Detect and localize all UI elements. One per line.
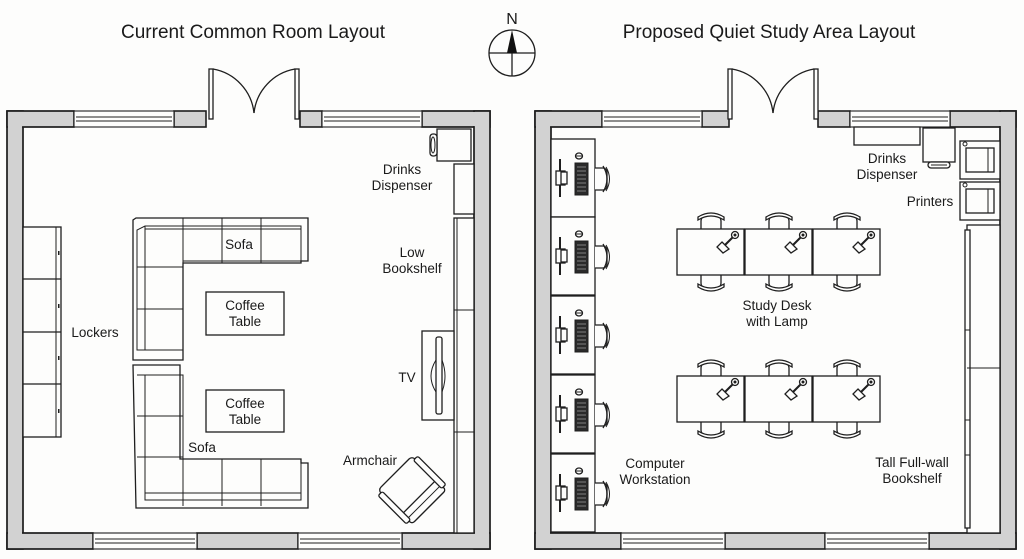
- drinks-dispenser-proposed-label-2: Dispenser: [857, 167, 918, 182]
- workstation-label-1: Computer: [625, 456, 685, 471]
- current-top-window: [73, 110, 175, 128]
- proposed-layout-title: Proposed Quiet Study Area Layout: [623, 22, 916, 43]
- study-chair: [833, 274, 861, 292]
- coffee-table-bottom-label-1: Coffee: [225, 396, 265, 411]
- low-bookshelf: [453, 217, 475, 534]
- proposed-bottom-window-1: [620, 532, 726, 550]
- computer-workstation: [550, 295, 611, 375]
- study-chair: [765, 421, 793, 439]
- computer-workstation: [550, 374, 611, 454]
- sofa-bottom: [132, 364, 309, 509]
- current-double-door-icon: [208, 68, 300, 120]
- computer-workstation: [550, 216, 611, 296]
- bookshelf-label-2: Bookshelf: [882, 471, 942, 486]
- compass-north-label: N: [506, 11, 518, 28]
- study-desk-with-lamp: [744, 375, 813, 423]
- study-chair: [697, 421, 725, 439]
- study-desk-row-1: [676, 212, 881, 292]
- low-bookshelf-label-2: Bookshelf: [382, 261, 442, 276]
- study-desk-label-1: Study Desk: [742, 298, 811, 313]
- bookshelf-label-1: Tall Full-wall: [875, 455, 949, 470]
- tall-full-wall-bookshelf: [964, 224, 1001, 534]
- drinks-dispenser-current: [429, 128, 472, 162]
- coffee-table-top: [205, 291, 285, 336]
- study-chair: [697, 274, 725, 292]
- lockers-label: Lockers: [71, 325, 119, 340]
- study-desk-with-lamp: [676, 375, 745, 423]
- proposed-bottom-window-2: [824, 532, 930, 550]
- study-chair: [833, 421, 861, 439]
- printers-icon: [959, 140, 1001, 221]
- proposed-top-window: [601, 110, 703, 128]
- proposed-double-door-icon: [727, 68, 819, 120]
- current-layout-title: Current Common Room Layout: [121, 22, 386, 43]
- low-bookshelf-label-1: Low: [400, 245, 425, 260]
- current-room-plan: Lockers Sofa Coffee Table: [6, 68, 491, 550]
- study-chair: [833, 359, 861, 377]
- armchair-label: Armchair: [343, 453, 398, 468]
- study-desk-row-2: [676, 359, 881, 439]
- sofa-top-label: Sofa: [225, 237, 253, 252]
- current-bottom-window-1: [92, 532, 198, 550]
- sofa-bottom-label: Sofa: [188, 440, 216, 455]
- north-compass-icon: N: [488, 11, 536, 77]
- study-chair: [833, 212, 861, 230]
- study-desk-with-lamp: [812, 375, 881, 423]
- computer-workstations: [550, 138, 611, 533]
- current-top-right-window: [321, 110, 423, 128]
- study-desk-with-lamp: [676, 228, 745, 276]
- lockers: [22, 226, 62, 438]
- drinks-dispenser-proposed: [922, 127, 956, 169]
- coffee-table-top-label-1: Coffee: [225, 298, 265, 313]
- tv-label: TV: [398, 370, 415, 385]
- side-cabinet: [453, 163, 475, 215]
- workstation-label-2: Workstation: [619, 472, 690, 487]
- coffee-table-bottom-label-2: Table: [229, 412, 261, 427]
- coffee-table-top-label-2: Table: [229, 314, 261, 329]
- study-chair: [697, 359, 725, 377]
- armchair: [378, 456, 446, 524]
- coffee-table-bottom: [205, 389, 285, 433]
- wall-cabinet: [853, 126, 921, 146]
- sofa-top: [132, 217, 309, 361]
- computer-workstation: [550, 138, 611, 218]
- study-chair: [697, 212, 725, 230]
- study-chair: [765, 212, 793, 230]
- study-desk-with-lamp: [744, 228, 813, 276]
- study-chair: [765, 274, 793, 292]
- proposed-room-plan: Computer Workstation Study Desk with Lam…: [534, 68, 1017, 550]
- current-room-walls: [6, 110, 491, 550]
- current-bottom-window-2: [297, 532, 403, 550]
- tv-icon: [421, 330, 455, 421]
- drinks-dispenser-current-label-2: Dispenser: [372, 178, 433, 193]
- study-desk-label-2: with Lamp: [745, 314, 808, 329]
- proposed-top-right-window: [849, 110, 951, 128]
- drinks-dispenser-proposed-label-1: Drinks: [868, 151, 907, 166]
- drinks-dispenser-current-label-1: Drinks: [383, 162, 422, 177]
- computer-workstation: [550, 453, 611, 533]
- study-chair: [765, 359, 793, 377]
- study-desk-with-lamp: [812, 228, 881, 276]
- printers-label: Printers: [907, 194, 954, 209]
